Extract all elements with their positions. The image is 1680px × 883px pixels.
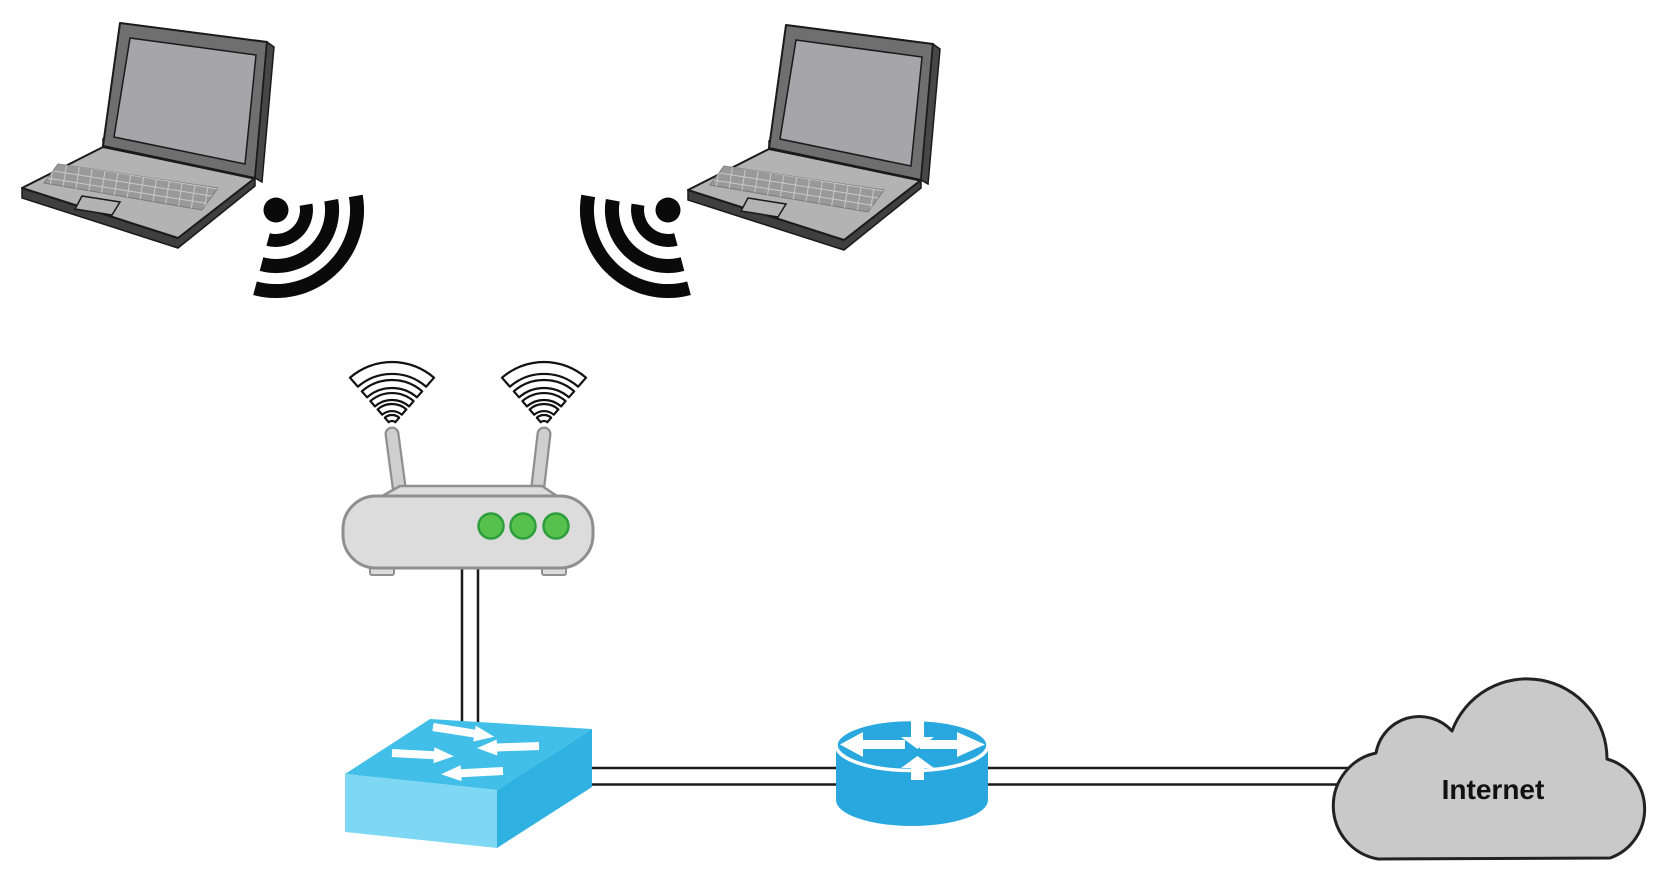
switch-side-face: [497, 729, 592, 848]
wireless-signal-icon-1: [253, 194, 365, 299]
router-arrow-right: [920, 732, 985, 757]
cable-ap-to-switch: [460, 566, 480, 724]
access-point-body: [341, 494, 595, 570]
laptop-2: [687, 24, 941, 251]
wireless-signal-icon-2: [579, 194, 691, 299]
switch: [345, 719, 592, 848]
internet-label: Internet: [1442, 774, 1545, 805]
status-leds: [477, 512, 570, 540]
switch-top-face: [345, 719, 592, 790]
switch-front-face: [345, 774, 497, 848]
router-arrow-up: [901, 756, 934, 780]
status-led: [542, 512, 570, 540]
antenna-right: [529, 426, 552, 502]
router-arrow-left: [840, 732, 905, 757]
router: [834, 717, 990, 826]
router-arrows: [840, 719, 985, 780]
wifi-signal-icon-left: [348, 360, 436, 424]
status-led: [509, 512, 537, 540]
cloud-shape: [1331, 677, 1647, 861]
laptop-1: [21, 22, 275, 249]
wifi-signal-icon-right: [500, 360, 588, 424]
cable-router-to-internet: [985, 766, 1360, 786]
wireless-router: [341, 360, 595, 576]
status-led: [477, 512, 505, 540]
cable-switch-to-router: [590, 766, 840, 786]
internet-cloud: Internet: [1331, 677, 1647, 861]
antenna-left: [384, 426, 408, 502]
